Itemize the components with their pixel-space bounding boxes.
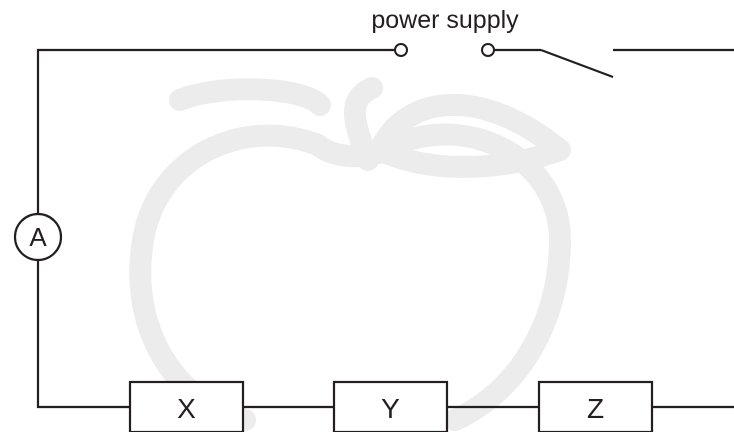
ammeter-label: A bbox=[29, 222, 47, 252]
wire-bottom-left bbox=[36, 260, 130, 409]
component-z: Z bbox=[537, 380, 654, 432]
component-x-label: X bbox=[177, 393, 196, 424]
component-z-label: Z bbox=[587, 393, 604, 424]
circuit-wires bbox=[36, 48, 734, 409]
supply-terminal-left bbox=[394, 43, 408, 57]
supply-terminal-right bbox=[481, 43, 495, 57]
component-y-box bbox=[332, 380, 449, 432]
component-x: X bbox=[128, 380, 245, 432]
ammeter-circle bbox=[13, 212, 63, 262]
switch-blade bbox=[540, 48, 614, 79]
component-y-label: Y bbox=[381, 393, 400, 424]
wire-top-left bbox=[36, 48, 395, 214]
apple-watermark bbox=[129, 77, 571, 431]
component-x-box bbox=[128, 380, 245, 432]
component-y: Y bbox=[332, 380, 449, 432]
power-supply-label: power supply bbox=[371, 6, 519, 34]
component-z-box bbox=[537, 380, 654, 432]
ammeter: A bbox=[13, 212, 63, 262]
